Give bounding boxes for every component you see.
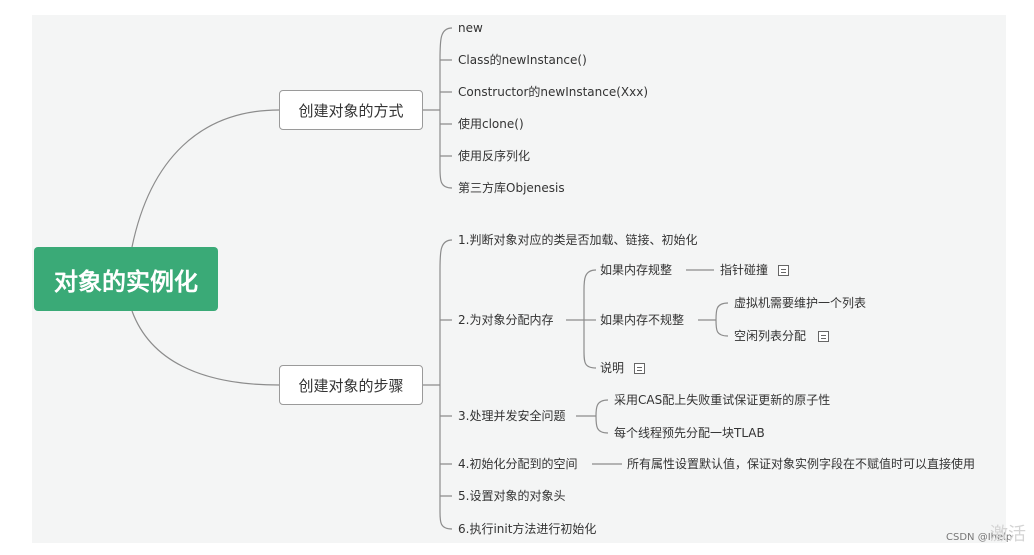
free-list-alloc[interactable]: 空闲列表分配 xyxy=(734,329,807,343)
step-1[interactable]: 1.判断对象对应的类是否加载、链接、初始化 xyxy=(458,233,698,247)
way-item[interactable]: 第三方库Objenesis xyxy=(458,181,565,195)
tlab[interactable]: 每个线程预先分配一块TLAB xyxy=(614,426,765,440)
branch-ways[interactable]: 创建对象的方式 xyxy=(279,90,423,130)
pointer-bump[interactable]: 指针碰撞 xyxy=(720,263,769,277)
step-3[interactable]: 3.处理并发安全问题 xyxy=(458,409,566,423)
step-2[interactable]: 2.为对象分配内存 xyxy=(458,313,554,327)
branch-steps[interactable]: 创建对象的步骤 xyxy=(279,365,423,405)
step-4[interactable]: 4.初始化分配到的空间 xyxy=(458,457,578,471)
free-list-maintain[interactable]: 虚拟机需要维护一个列表 xyxy=(734,296,867,310)
cas-retry[interactable]: 采用CAS配上失败重试保证更新的原子性 xyxy=(614,393,831,407)
way-item[interactable]: 使用clone() xyxy=(458,117,524,131)
memory-irregular[interactable]: 如果内存不规整 xyxy=(600,313,685,327)
memory-regular[interactable]: 如果内存规整 xyxy=(600,263,673,277)
way-item[interactable]: Constructor的newInstance(Xxx) xyxy=(458,85,649,99)
step-2-note[interactable]: 说明 xyxy=(600,361,625,375)
watermark: 激活 xyxy=(990,524,1026,545)
way-item[interactable]: Class的newInstance() xyxy=(458,53,587,67)
way-item[interactable]: new xyxy=(458,21,483,35)
step-6[interactable]: 6.执行init方法进行初始化 xyxy=(458,522,597,536)
note-icon[interactable] xyxy=(778,265,789,276)
root-node[interactable]: 对象的实例化 xyxy=(34,247,218,311)
step-5[interactable]: 5.设置对象的对象头 xyxy=(458,489,566,503)
way-item[interactable]: 使用反序列化 xyxy=(458,149,531,163)
default-values[interactable]: 所有属性设置默认值，保证对象实例字段在不赋值时可以直接使用 xyxy=(627,457,976,471)
note-icon[interactable] xyxy=(634,363,645,374)
note-icon[interactable] xyxy=(818,331,829,342)
csdn-footer: CSDN @Ihelp xyxy=(946,532,1013,543)
